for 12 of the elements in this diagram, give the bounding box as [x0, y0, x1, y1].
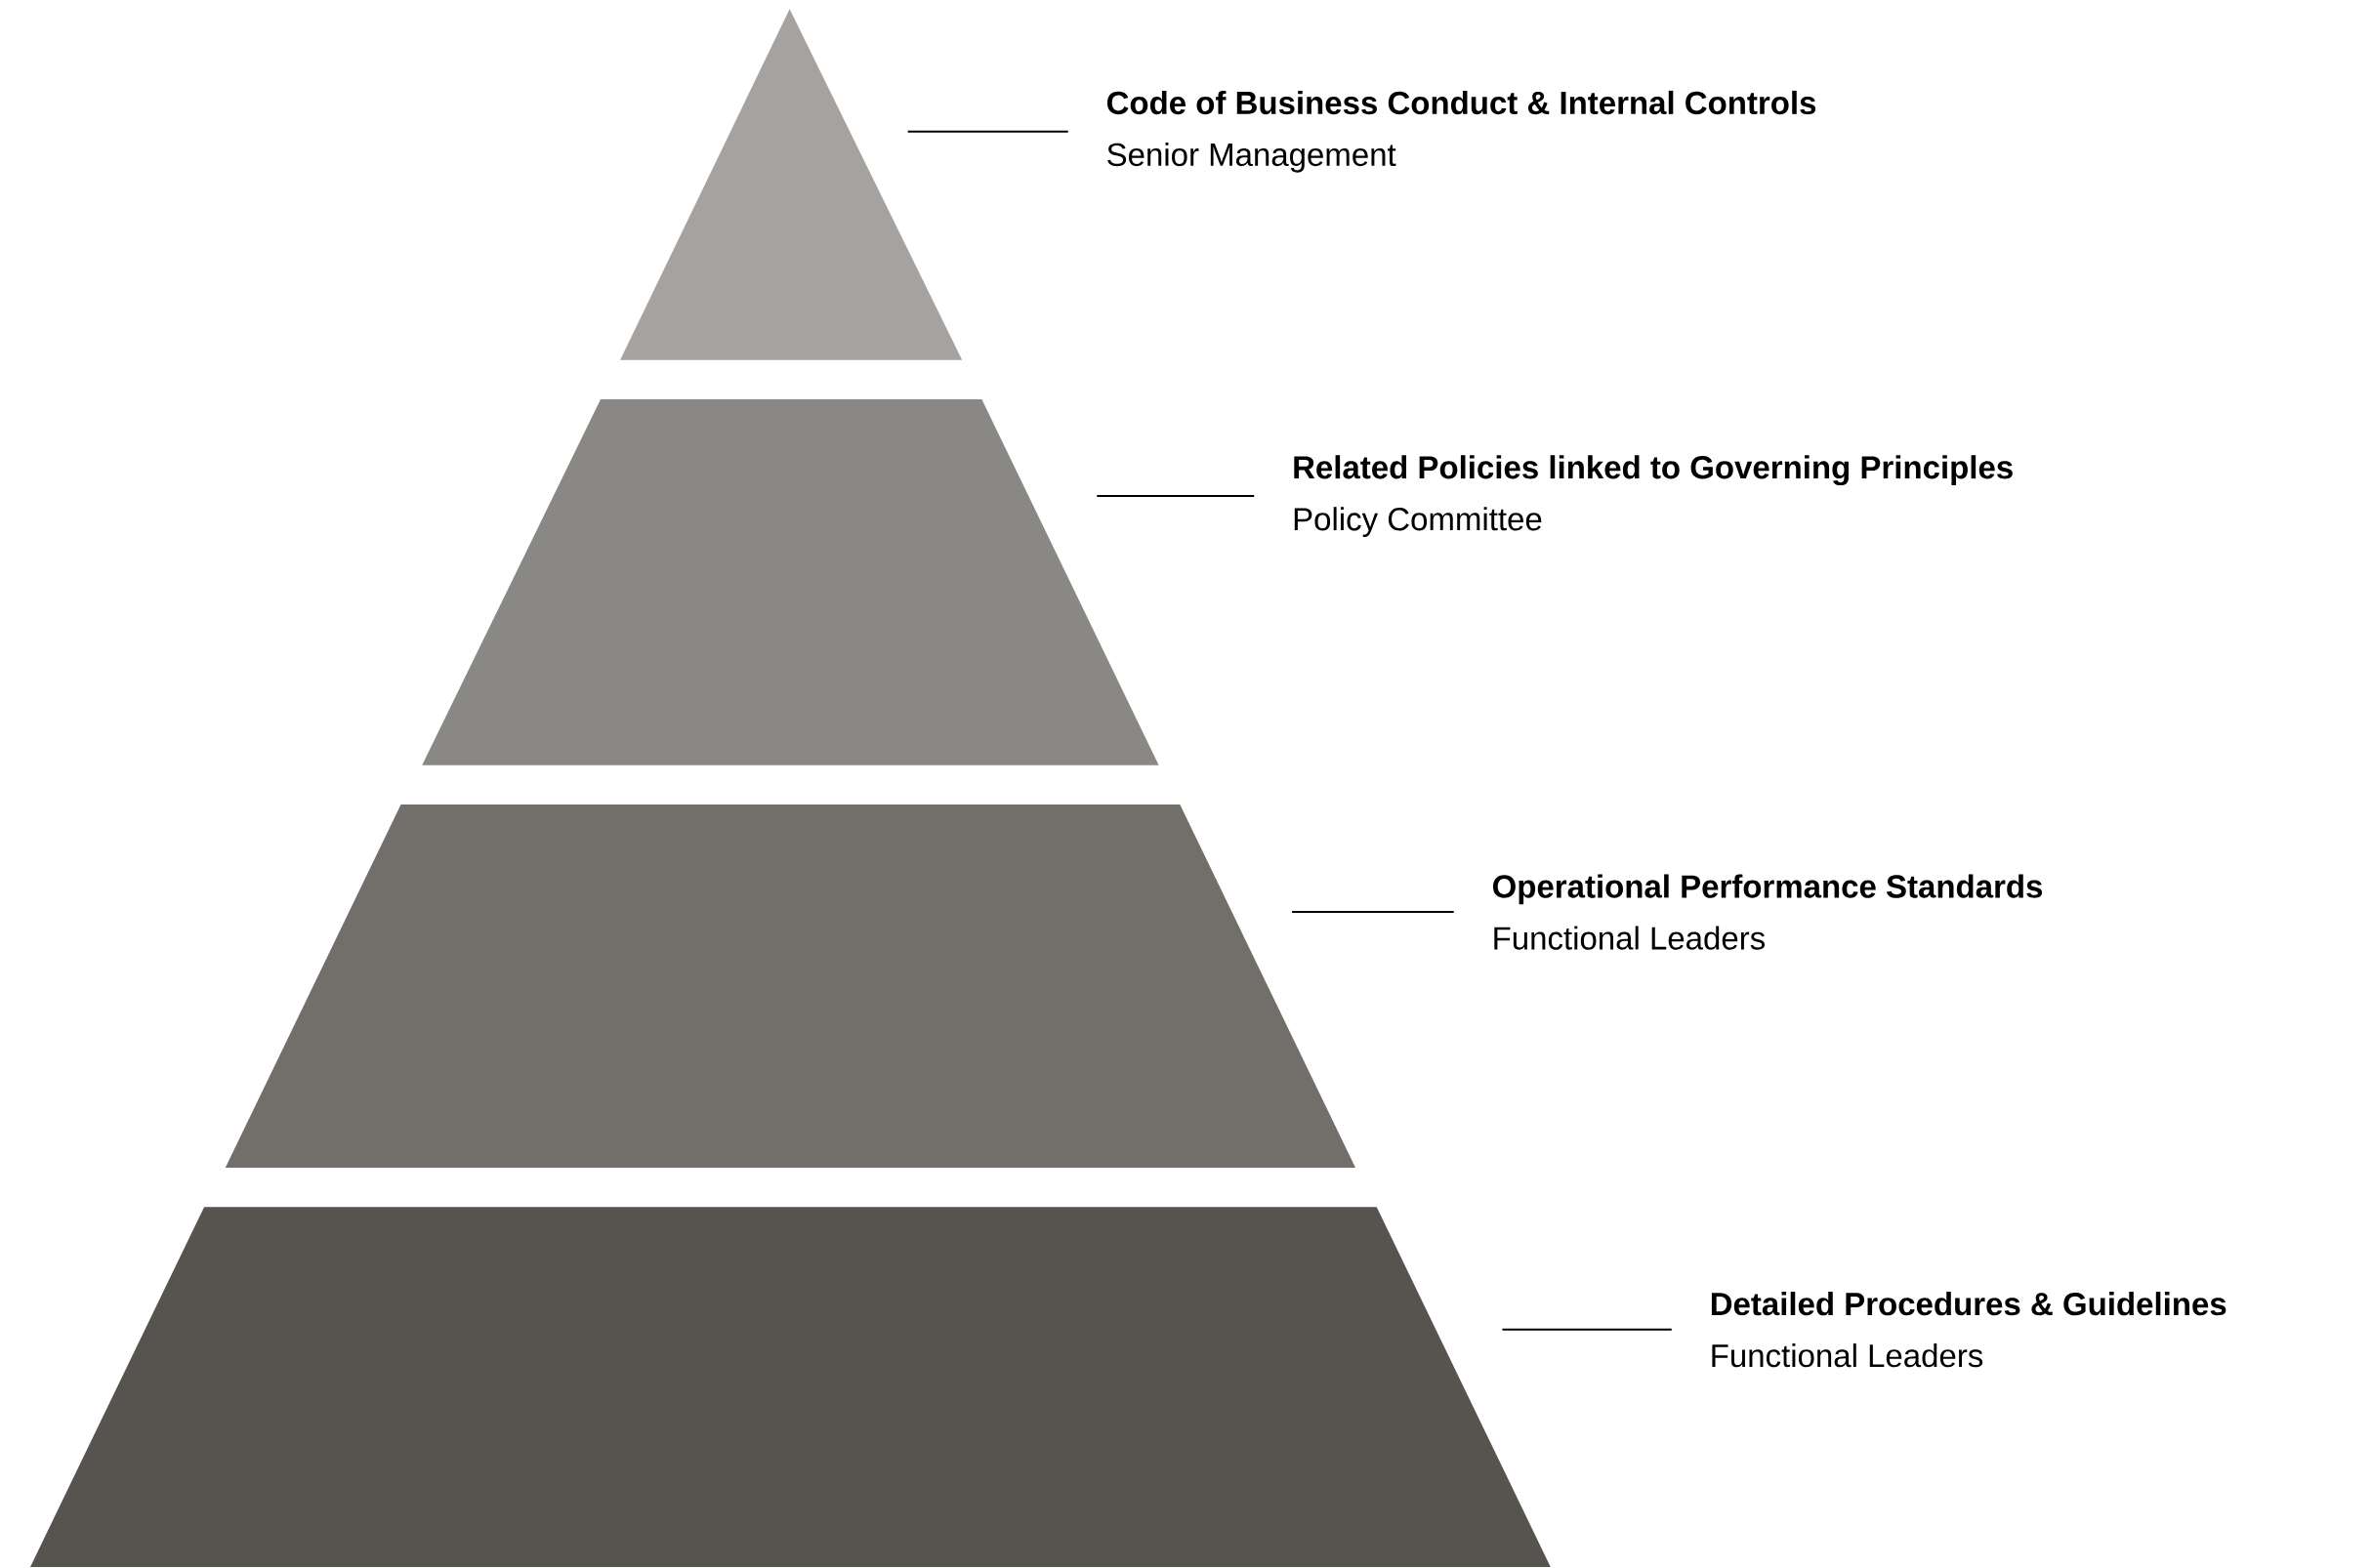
pyramid-tier [30, 1207, 1551, 1567]
leader-line [1291, 911, 1455, 914]
pyramid-tier [620, 9, 963, 360]
pyramid-tier [422, 399, 1159, 765]
tier-label: Operational Performance Standards Functional Leaders [1492, 874, 2043, 950]
tier-label: Related Policies linked to Governing Principles Policy Committee [1294, 455, 2013, 537]
tier-label: Detailed Procedures & Guidelines Functional Leaders [1711, 1292, 2226, 1368]
leader-line [1501, 1328, 1673, 1331]
pyramid-tier [225, 805, 1355, 1168]
leader-line [906, 130, 1069, 133]
tier-label: Code of Business Conduct & Internal Controls Senior Management [1106, 90, 1816, 173]
leader-line [1096, 495, 1256, 498]
